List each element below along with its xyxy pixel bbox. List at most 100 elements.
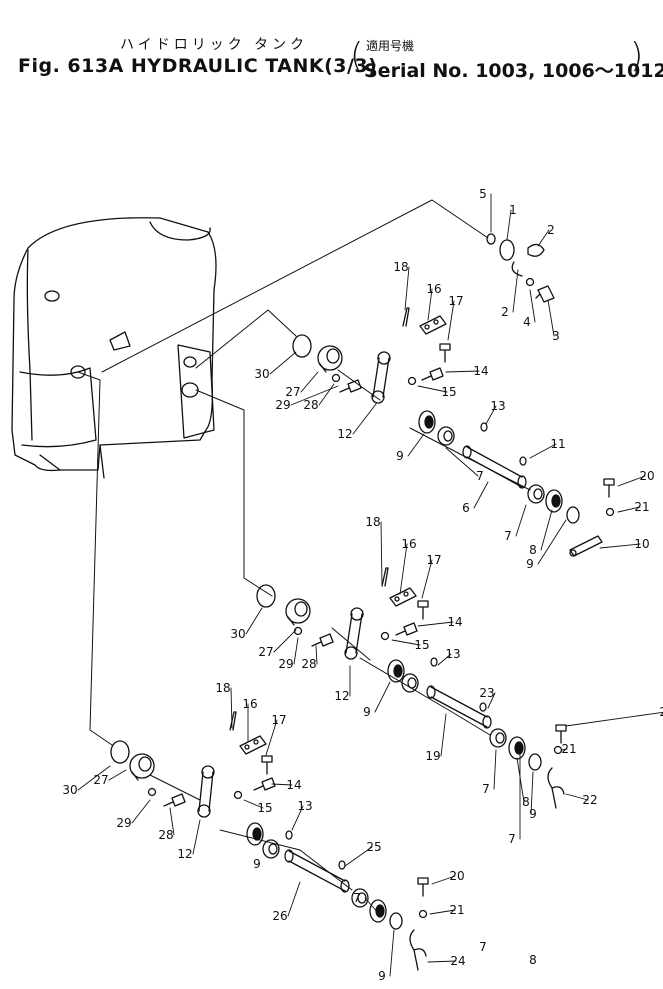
callout-3-3: 3 [552,329,560,343]
tank-lower-panel [19,367,97,448]
callout-leader-13-29 [291,805,304,831]
callout-leader-13-28 [437,653,452,666]
callout-leader-16-36 [427,288,433,321]
callout-leader-19-45 [440,713,447,757]
callout-20-46: 20 [639,469,654,483]
callout-leader-14-32 [271,783,293,786]
callout-leader-6-6 [473,481,489,509]
lever-12-a [371,351,391,404]
tank-clip [109,331,131,351]
screw-17-a-head [439,343,451,351]
callout-16-38: 16 [242,697,257,711]
callout-28-60: 28 [303,398,318,412]
callout-20-47: 20 [659,705,663,719]
shaft-6-end-b [517,475,527,489]
callout-leader-2-1 [537,229,550,247]
callout-leader-17-41 [265,719,278,756]
callout-leader-29-65 [131,799,151,824]
callout-leader-14-30 [445,370,480,373]
callout-18-42: 18 [393,260,408,274]
callout-22-52: 22 [582,793,597,807]
tank-port-lower-right [181,382,199,398]
lever-12-b-bottom-eye [344,646,358,660]
callout-leader-17-39 [447,300,455,341]
callout-leader-27-59 [108,769,127,781]
tank-body-outline [11,217,217,472]
header: ハイドロリック タンク Fig. 613A HYDRAULIC TANK(3/3… [0,0,663,90]
crank-22 [547,767,565,809]
callout-9-18: 9 [396,449,404,463]
crank-10-eye [569,549,577,557]
spacer-8-c-outer [369,899,387,923]
callout-7-11: 7 [479,940,487,954]
o-ring-9-d [528,753,542,771]
bushing-7-d-inner [495,732,505,744]
block-16-c [239,735,267,755]
callout-10-22: 10 [634,537,649,551]
shaft-26-body [288,850,346,892]
shaft-19-end-a [426,685,436,699]
block-16-b-body [389,587,417,607]
callout-30-68: 30 [62,783,77,797]
callout-13-29: 13 [297,799,312,813]
callout-27-58: 27 [258,645,273,659]
japanese-serial-label: 適用号機 [366,39,415,53]
spacer-8-b-hole [514,741,524,755]
callout-leader-2-2 [512,269,519,313]
callout-leader-27-57 [300,371,319,393]
flange-27-a-edge [319,363,327,373]
flange-27-b-edge [287,616,295,626]
tank-port-upper-left [70,365,86,379]
callout-leader-29-64 [293,637,299,665]
shaft-26 [284,849,350,893]
flange-27-c-outer [129,753,155,779]
flange-27-c [129,753,155,781]
callout-leader-18-43 [380,521,383,585]
bushing-7-c [401,673,419,693]
callout-leader-15-35 [243,799,264,809]
callout-12-26: 12 [177,847,192,861]
screw-20-a [603,478,615,498]
screw-20-b [555,724,567,744]
callout-leader-14-31 [417,621,454,627]
lever-12-b-top-eye [350,607,364,621]
screw-20-c [417,877,429,897]
callout-leader-17-40 [421,559,433,599]
routing-line-1 [101,199,489,373]
callout-21-50: 21 [561,742,576,756]
callout-7-12: 7 [353,891,361,905]
routing-line-6 [331,627,371,661]
callout-30-66: 30 [254,367,269,381]
tank-side-bracket [177,344,215,439]
crank-10 [569,535,603,557]
shaft-6-end-a [462,445,472,459]
callout-leader-25-55 [344,846,373,867]
lever-12-b-arm [345,613,363,654]
bolt-14-c [253,777,276,791]
callout-2-1: 2 [547,223,555,237]
callout-8-14: 8 [522,795,530,809]
washer-15-b [380,631,390,641]
screw-17-c-head [261,755,273,763]
callout-6-6: 6 [462,501,470,515]
callout-21-49: 21 [634,500,649,514]
lever-12-c-arm [198,771,214,812]
shaft-19-body [430,686,488,728]
callout-leader-7-7 [515,504,527,537]
serial-numbers: Serial No. 1003, 1006～1012 [364,60,663,82]
tank-filler-cap [149,221,211,241]
o-ring-30-c [110,740,130,764]
block-16-c-hole-a [244,744,250,750]
callout-9-20: 9 [529,807,537,821]
lever-12-a-bottom-eye [371,390,385,404]
callout-17-41: 17 [271,713,286,727]
bolt-14-b [395,622,418,636]
bolt-14-c-body [253,777,276,791]
callout-leader-21-49 [617,506,641,513]
screw-20-a-head [603,478,615,486]
hydraulic-tank [11,217,217,479]
callout-leader-7-10 [493,749,497,790]
callout-leader-7-12 [364,897,381,916]
callout-leader-29-63 [290,385,339,406]
